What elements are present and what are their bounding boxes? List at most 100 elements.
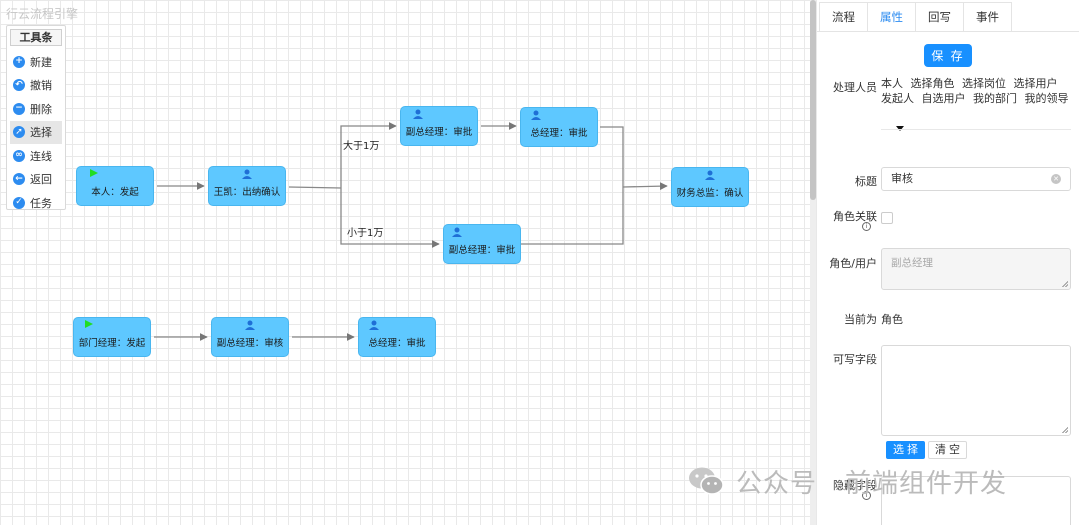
start-flag-icon: [90, 169, 98, 177]
node-label: 副总经理：审核: [216, 338, 284, 349]
watermark-left: 公众号: [736, 468, 818, 499]
title-input-value: 审核: [891, 172, 913, 185]
node-gm-approve-a[interactable]: 总经理：审批: [520, 107, 598, 147]
tab-writeback[interactable]: 回写: [915, 2, 964, 32]
properties-panel: 流程 属性 回写 事件 保 存 处理人员 本人 选择角色 选择岗位 选择用户 发…: [816, 0, 1080, 525]
node-label: 财务总监：确认: [676, 188, 744, 199]
flow-canvas[interactable]: 行云流程引擎 大于1万 小于1万 本人：发起 王凯：出纳确认: [0, 0, 810, 525]
tool-label: 删除: [30, 102, 52, 116]
title-input[interactable]: 审核 ✕: [881, 167, 1071, 191]
handler-option[interactable]: 本人: [881, 77, 903, 90]
pointer-icon: ➚: [13, 126, 25, 139]
tool-label: 连线: [30, 149, 52, 163]
tool-back[interactable]: ← 返回: [10, 168, 62, 192]
user-icon: [369, 320, 379, 330]
user-icon: [242, 169, 252, 179]
tool-label: 返回: [30, 173, 52, 187]
panel-scrollbar[interactable]: [810, 0, 816, 525]
handler-option[interactable]: 选择岗位: [962, 77, 1006, 90]
hidden-fields-textarea[interactable]: [881, 476, 1071, 525]
user-icon: [245, 320, 255, 330]
handler-option[interactable]: 我的部门: [973, 92, 1017, 105]
edge-merge-n5: [622, 182, 668, 191]
panel-tabs: 流程 属性 回写 事件: [819, 2, 1012, 32]
select-fields-button[interactable]: 选 择: [886, 441, 926, 459]
user-icon: [413, 109, 423, 119]
role-user-label: 角色/用户: [829, 257, 877, 270]
undo-icon: ↶: [13, 79, 25, 92]
plus-icon: +: [13, 55, 25, 68]
handler-option[interactable]: 我的领导: [1024, 92, 1069, 105]
node-gm-approve-b[interactable]: 总经理：审批: [358, 317, 436, 357]
wechat-icon: [689, 467, 724, 495]
caret-down-icon[interactable]: [896, 126, 904, 131]
node-label: 总经理：审批: [530, 128, 588, 139]
clear-fields-button[interactable]: 清 空: [928, 441, 968, 459]
link-icon: ∞: [13, 149, 25, 162]
node-cashier-confirm[interactable]: 王凯：出纳确认: [208, 166, 286, 206]
clear-icon[interactable]: ✕: [1051, 174, 1061, 184]
user-icon: [452, 227, 462, 237]
node-vp-approve-b[interactable]: 副总经理：审批: [443, 224, 521, 264]
save-button[interactable]: 保 存: [924, 44, 972, 67]
handler-option[interactable]: 选择角色: [910, 77, 955, 90]
edge-branch-n6: [340, 188, 440, 248]
minus-icon: −: [13, 102, 25, 115]
node-start-self[interactable]: 本人：发起: [76, 166, 154, 206]
hidden-fields-label: 隐藏字段: [833, 479, 877, 492]
watermark-text: 公众号前端组件开发: [736, 463, 1007, 500]
user-icon: [705, 170, 715, 180]
node-start-dept-manager[interactable]: 部门经理：发起: [73, 317, 151, 357]
node-vp-review[interactable]: 副总经理：审核: [211, 317, 289, 357]
edge-n4-merge: [600, 126, 624, 188]
node-vp-approve-a[interactable]: 副总经理：审批: [400, 106, 478, 146]
node-label: 王凯：出纳确认: [213, 187, 281, 198]
handler-option[interactable]: 选择用户: [1013, 77, 1058, 90]
tool-label: 选择: [30, 126, 52, 140]
tool-delete[interactable]: − 删除: [10, 97, 62, 121]
app-title: 行云流程引擎: [6, 7, 79, 21]
role-link-checkbox[interactable]: [881, 212, 893, 224]
watermark: 公众号前端组件开发: [688, 462, 1007, 500]
watermark-right: 前端组件开发: [845, 468, 1008, 499]
tool-label: 任务: [30, 196, 52, 210]
title-label: 标题: [855, 175, 877, 188]
tab-properties[interactable]: 属性: [867, 2, 916, 32]
role-user-textarea[interactable]: 副总经理: [881, 248, 1071, 290]
check-icon: ✓: [13, 196, 25, 209]
edge-n6-merge: [521, 188, 624, 245]
node-label: 副总经理：审批: [405, 127, 473, 138]
tool-select[interactable]: ➚ 选择: [10, 120, 62, 144]
node-label: 本人：发起: [91, 187, 139, 198]
tab-events[interactable]: 事件: [963, 2, 1012, 32]
back-icon: ←: [13, 173, 25, 186]
scrollbar-thumb[interactable]: [810, 0, 816, 200]
tool-label: 新建: [30, 55, 52, 69]
tool-task[interactable]: ✓ 任务: [10, 191, 62, 215]
edge-label-lt: 小于1万: [347, 228, 384, 239]
info-icon: i: [862, 222, 871, 231]
writable-fields-textarea[interactable]: [881, 345, 1071, 436]
edge-n2-branch: [288, 186, 342, 189]
tool-connect[interactable]: ∞ 连线: [10, 144, 62, 168]
resize-handle-icon[interactable]: [1062, 427, 1068, 433]
tool-undo[interactable]: ↶ 撤销: [10, 74, 62, 98]
tab-flow[interactable]: 流程: [819, 2, 868, 32]
node-label: 副总经理：审批: [448, 245, 516, 256]
toolbar-title: 工具条: [10, 29, 62, 46]
toolbar: 工具条 + 新建 ↶ 撤销 − 删除 ➚ 选择 ∞ 连线 ← 返回 ✓ 任务: [6, 25, 66, 210]
start-flag-icon: [85, 320, 93, 328]
handler-option[interactable]: 发起人: [881, 92, 914, 105]
node-label: 部门经理：发起: [78, 338, 146, 349]
tool-label: 撤销: [30, 79, 52, 93]
node-cfo-confirm[interactable]: 财务总监：确认: [671, 167, 749, 207]
tool-new[interactable]: + 新建: [10, 50, 62, 74]
info-icon: i: [862, 491, 871, 500]
handler-option[interactable]: 自选用户: [921, 92, 966, 105]
writable-fields-label: 可写字段: [833, 353, 877, 366]
node-label: 总经理：审批: [368, 338, 426, 349]
resize-handle-icon[interactable]: [1062, 281, 1068, 287]
user-icon: [531, 110, 541, 120]
handler-options: 本人 选择角色 选择岗位 选择用户 发起人 自选用户 我的部门 我的领导: [881, 76, 1076, 106]
current-label: 当前为: [844, 313, 877, 326]
